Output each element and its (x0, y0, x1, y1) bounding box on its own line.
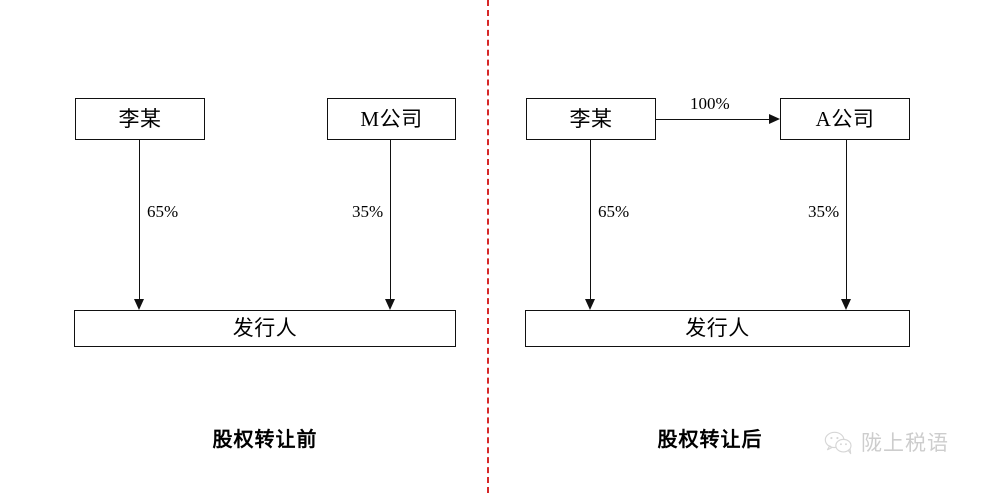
watermark-text: 陇上税语 (861, 430, 949, 455)
wechat-icon (824, 430, 854, 456)
edge-after-a-to-issuer-line (846, 140, 847, 305)
node-after-issuer[interactable]: 发行人 (525, 310, 910, 347)
edge-label-before-li-to-issuer: 65% (147, 202, 179, 221)
edge-after-li-to-a-arrowhead (769, 113, 780, 124)
node-before-m-company[interactable]: M公司 (327, 98, 456, 140)
node-before-issuer[interactable]: 发行人 (74, 310, 456, 347)
edge-label-after-li-to-issuer: 65% (598, 202, 630, 221)
edge-label-after-li-to-a: 100% (690, 94, 730, 113)
node-label: 李某 (118, 106, 162, 131)
edge-before-m-to-issuer-arrowhead (384, 299, 395, 310)
edge-after-li-to-issuer-line (590, 140, 591, 305)
node-label: A公司 (815, 106, 875, 131)
node-label: M公司 (360, 106, 423, 131)
node-after-a-company[interactable]: A公司 (780, 98, 910, 140)
node-before-li[interactable]: 李某 (75, 98, 205, 140)
edge-before-li-to-issuer-arrowhead (133, 299, 144, 310)
watermark: 陇上税语 (824, 430, 949, 456)
panel-divider (487, 0, 489, 493)
edge-after-li-to-issuer-arrowhead (584, 299, 595, 310)
edge-after-li-to-a-line (656, 119, 771, 120)
caption-before: 股权转让前 (212, 429, 318, 451)
node-label: 发行人 (685, 316, 750, 340)
edge-after-a-to-issuer-arrowhead (840, 299, 851, 310)
edge-before-li-to-issuer-line (139, 140, 140, 305)
caption-after: 股权转让后 (657, 429, 763, 451)
node-label: 发行人 (232, 316, 298, 340)
edge-label-before-m-to-issuer: 35% (352, 202, 384, 221)
node-after-li[interactable]: 李某 (526, 98, 656, 140)
edge-label-after-a-to-issuer: 35% (808, 202, 840, 221)
node-label: 李某 (569, 106, 613, 131)
edge-before-m-to-issuer-line (390, 140, 391, 305)
